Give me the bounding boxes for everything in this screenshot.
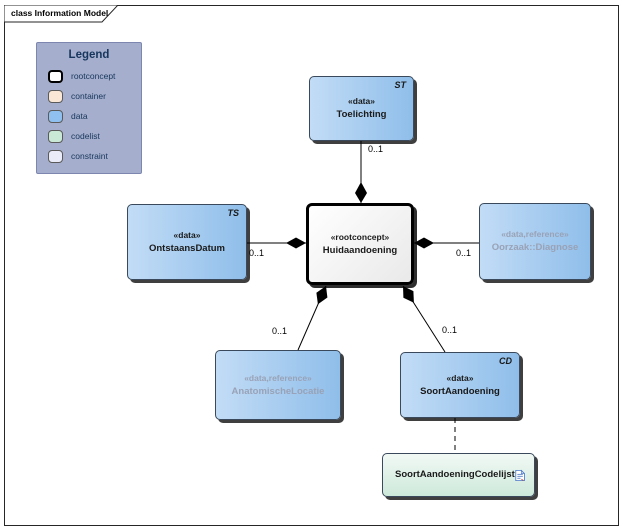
diagram-title-tab: class Information Model [4,5,120,23]
node-stereotype: «data» [173,229,201,240]
node-name: OntstaansDatum [148,242,225,254]
legend-item-label: constraint [71,151,108,161]
node-stereotype: «data,reference» [244,372,312,383]
node-stereotype: «rootconcept» [330,231,390,242]
node-name: SoortAandoening [420,385,500,397]
legend-item-label: container [71,91,106,101]
legend-item-data: data [37,106,141,126]
node-soort-aandoening-codelijst[interactable]: SoortAandoeningCodelijst [382,453,535,497]
legend-title: Legend [68,49,110,61]
legend-item-codelist: codelist [37,126,141,146]
node-type-code: TS [227,208,239,218]
legend-item-rootconcept: rootconcept [37,66,141,86]
node-name: SoortAandoeningCodelijst [395,469,515,480]
constraint-swatch [48,149,63,163]
node-name: AnatomischeLocatie [231,385,325,397]
node-stereotype: «data» [446,372,474,383]
node-name: Toelichting [336,109,387,120]
node-ontstaansdatum[interactable]: TS «data» OntstaansDatum [127,204,247,280]
legend-item-label: rootconcept [71,71,116,81]
node-name: Oorzaak::Diagnose [491,242,579,253]
data-swatch [48,109,63,123]
node-toelichting[interactable]: ST «data» Toelichting [309,76,414,141]
node-type-code: CD [499,356,512,366]
node-huidaandoening[interactable]: «rootconcept» Huidaandoening [306,203,414,285]
node-name: Huidaandoening [322,244,398,256]
node-oorzaak-diagnose[interactable]: «data,reference» Oorzaak::Diagnose [479,203,591,280]
rootconcept-swatch [48,69,63,83]
legend-panel: Legend rootconcept container data codeli… [36,42,142,174]
codelist-document-icon [515,469,525,481]
legend-item-label: data [71,111,88,121]
multiplicity-label: 0..1 [456,248,472,258]
legend-item-label: codelist [71,131,100,141]
multiplicity-label: 0..1 [249,248,265,258]
legend-item-container: container [37,86,141,106]
diagram-title: class Information Model [11,8,109,18]
multiplicity-label: 0..1 [442,325,458,335]
node-soort-aandoening[interactable]: CD «data» SoortAandoening [400,352,520,418]
node-stereotype: «data» [348,96,375,106]
codelist-swatch [48,129,63,143]
multiplicity-label: 0..1 [368,144,384,154]
node-anatomische-locatie[interactable]: «data,reference» AnatomischeLocatie [215,350,341,420]
diagram-frame [4,5,619,526]
legend-item-constraint: constraint [37,146,141,166]
node-stereotype: «data,reference» [501,229,569,239]
node-type-code: ST [394,80,406,90]
tab-shape [4,5,119,23]
container-swatch [48,89,63,103]
multiplicity-label: 0..1 [272,326,288,336]
